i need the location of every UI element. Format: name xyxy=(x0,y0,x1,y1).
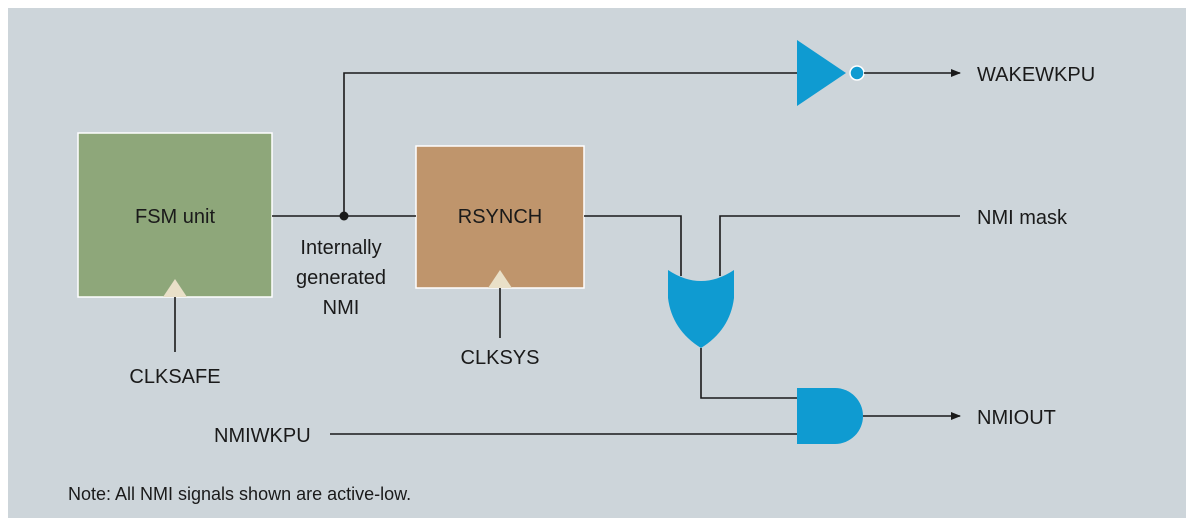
internal-nmi-line-1: Internally xyxy=(300,237,381,259)
nmiwkpu-label: NMIWKPU xyxy=(214,425,311,447)
footnote: Note: All NMI signals shown are active-l… xyxy=(68,484,411,504)
nmi-mask-label: NMI mask xyxy=(977,207,1068,229)
rsynch-label: RSYNCH xyxy=(458,206,542,228)
rsynch-clock-triangle xyxy=(488,270,512,288)
inverter-bubble xyxy=(849,65,865,81)
fsm-clock-triangle xyxy=(163,279,187,297)
internal-nmi-line-3: NMI xyxy=(323,297,360,319)
inverter-gate xyxy=(797,40,846,106)
rsynch-to-or-wire xyxy=(584,215,682,276)
internal-nmi-line-2: generated xyxy=(296,267,386,289)
nmiout-label: NMIOUT xyxy=(977,407,1056,429)
fsm-unit-label: FSM unit xyxy=(135,206,215,228)
nmi-mask-wire xyxy=(719,215,960,276)
clksys-label: CLKSYS xyxy=(461,347,540,369)
clksafe-label: CLKSAFE xyxy=(129,366,220,388)
or-to-and-wire xyxy=(700,348,797,399)
and-gate xyxy=(797,388,863,444)
fsm-unit-block xyxy=(77,132,273,298)
wake-path-wire xyxy=(343,72,797,216)
wakewkpu-label: WAKEWKPU xyxy=(977,64,1095,86)
or-gate xyxy=(668,270,734,348)
